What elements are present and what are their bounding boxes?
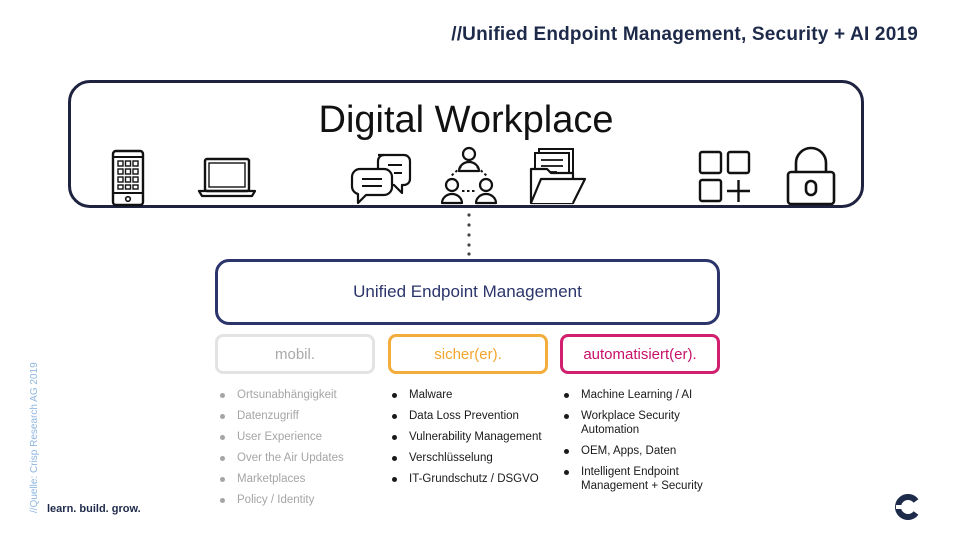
smartphone-icon [111,149,145,207]
list-item: Datenzugriff [218,409,378,423]
pillar-mobil-label: mobil. [215,334,375,374]
chat-bubbles-icon [350,153,412,205]
list-item: Policy / Identity [218,493,378,507]
list-item: Verschlüsselung [390,451,558,465]
list-item: Ortsunabhängigkeit [218,388,378,402]
list-item: Vulnerability Management [390,430,558,444]
pillar-sicher-list: Malware Data Loss Prevention Vulnerabili… [390,388,558,493]
list-item: OEM, Apps, Daten [562,444,722,458]
list-item: User Experience [218,430,378,444]
list-item: IT-Grundschutz / DSGVO [390,472,558,486]
list-item: Marketplaces [218,472,378,486]
slogan: learn. build. grow. [47,503,141,515]
list-item: Intelligent Endpoint Management + Securi… [562,465,722,493]
documents-folder-icon [529,148,587,205]
pillar-sicher-label: sicher(er). [388,334,548,374]
laptop-icon [197,157,257,198]
list-item: Machine Learning / AI [562,388,722,402]
list-item: Over the Air Updates [218,451,378,465]
pillar-automatisiert-list: Machine Learning / AI Workplace Security… [562,388,722,500]
crisp-logo-icon [895,494,919,520]
lock-icon [786,146,836,206]
list-item: Malware [390,388,558,402]
digital-workplace-title: Digital Workplace [318,99,614,141]
pillar-automatisiert-label: automatisiert(er). [560,334,720,374]
uem-box: Unified Endpoint Management [215,259,720,325]
source-note: //Quelle: Crisp Research AG 2019 [29,362,40,513]
page-title: //Unified Endpoint Management, Security … [451,24,918,45]
digital-workplace-box: Digital Workplace [68,80,864,208]
people-network-icon [440,146,498,205]
list-item: Workplace Security Automation [562,409,722,437]
dotted-connector [467,213,471,256]
apps-grid-icon [698,150,751,203]
pillar-mobil-list: Ortsunabhängigkeit Datenzugriff User Exp… [218,388,378,514]
list-item: Data Loss Prevention [390,409,558,423]
